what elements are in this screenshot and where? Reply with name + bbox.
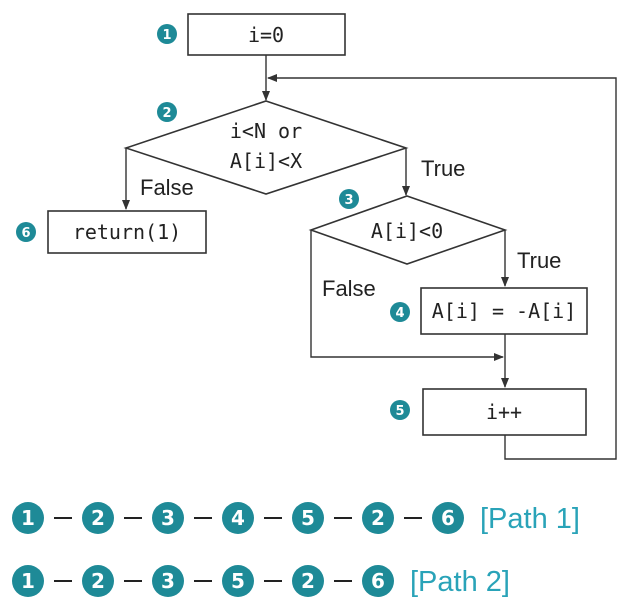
path-1-node-badge bbox=[432, 502, 464, 534]
path-2-node-badge bbox=[292, 565, 324, 597]
node-6-text: return(1) bbox=[73, 220, 181, 244]
node-4-box: A[i] = -A[i] bbox=[420, 287, 588, 335]
svg-text:5: 5 bbox=[395, 404, 404, 419]
svg-text:3: 3 bbox=[344, 193, 353, 208]
badge-5: 5 bbox=[390, 400, 410, 420]
path-1-node-badge bbox=[152, 502, 184, 534]
path-2-node-number: 5 bbox=[231, 569, 245, 593]
badge-3: 3 bbox=[339, 189, 359, 209]
path-1-node-number: 6 bbox=[441, 506, 455, 530]
path-1-node-number: 1 bbox=[21, 506, 35, 530]
path-2-node-number: 6 bbox=[371, 569, 385, 593]
connectors bbox=[122, 55, 617, 460]
path-2-node-number: 2 bbox=[301, 569, 315, 593]
path-2-label: [Path 2] bbox=[410, 566, 510, 598]
node-5-box: i++ bbox=[422, 388, 587, 436]
path-2-node-number: 3 bbox=[161, 569, 175, 593]
path-1-node-number: 3 bbox=[161, 506, 175, 530]
svg-text:2: 2 bbox=[162, 106, 171, 121]
path-2-node-badge bbox=[82, 565, 114, 597]
path-2-node-badge bbox=[222, 565, 254, 597]
node-6-box: return(1) bbox=[47, 210, 207, 254]
path-1-node-badge bbox=[292, 502, 324, 534]
path-1-node-badge bbox=[12, 502, 44, 534]
svg-text:6: 6 bbox=[21, 226, 30, 241]
path-2-sequence: 1 2 3 5 2 6 [Path 2] bbox=[12, 565, 510, 598]
label-d2-false: False bbox=[140, 175, 194, 200]
node-1-text: i=0 bbox=[248, 23, 284, 47]
node-4-text: A[i] = -A[i] bbox=[432, 299, 577, 323]
path-2-node-number: 2 bbox=[91, 569, 105, 593]
path-1-node-number: 2 bbox=[371, 506, 385, 530]
path-1-node-number: 4 bbox=[231, 506, 245, 530]
edge-3-false-to-merge bbox=[310, 230, 504, 361]
node-2-decision: i<N or A[i]<X bbox=[123, 100, 409, 195]
path-1-node-badge bbox=[222, 502, 254, 534]
path-2-node-badge bbox=[152, 565, 184, 597]
path-1-node-number: 2 bbox=[91, 506, 105, 530]
label-d2-true: True bbox=[421, 156, 465, 181]
path-1-sequence: 1 2 3 4 5 2 6 [Path 1] bbox=[12, 502, 580, 535]
path-1-node-number: 5 bbox=[301, 506, 315, 530]
badge-2: 2 bbox=[157, 102, 177, 122]
path-1-node-badge bbox=[82, 502, 114, 534]
badge-1: 1 bbox=[157, 24, 177, 44]
path-2-node-badge bbox=[12, 565, 44, 597]
path-1-label: [Path 1] bbox=[480, 503, 580, 535]
node-2-line1: i<N or bbox=[230, 119, 302, 143]
label-d3-false: False bbox=[322, 276, 376, 301]
node-1-box: i=0 bbox=[187, 13, 346, 56]
label-d3-true: True bbox=[517, 248, 561, 273]
node-2-line2: A[i]<X bbox=[230, 149, 302, 173]
path-2-node-badge bbox=[362, 565, 394, 597]
path-1-node-badge bbox=[362, 502, 394, 534]
badge-4: 4 bbox=[390, 302, 410, 322]
svg-text:1: 1 bbox=[162, 28, 171, 43]
edge-5-loop-back bbox=[267, 74, 617, 460]
node-5-text: i++ bbox=[486, 400, 522, 424]
path-2-node-number: 1 bbox=[21, 569, 35, 593]
svg-text:4: 4 bbox=[395, 306, 404, 321]
node-3-decision: A[i]<0 bbox=[308, 195, 508, 265]
node-3-text: A[i]<0 bbox=[371, 219, 443, 243]
badge-6: 6 bbox=[16, 222, 36, 242]
